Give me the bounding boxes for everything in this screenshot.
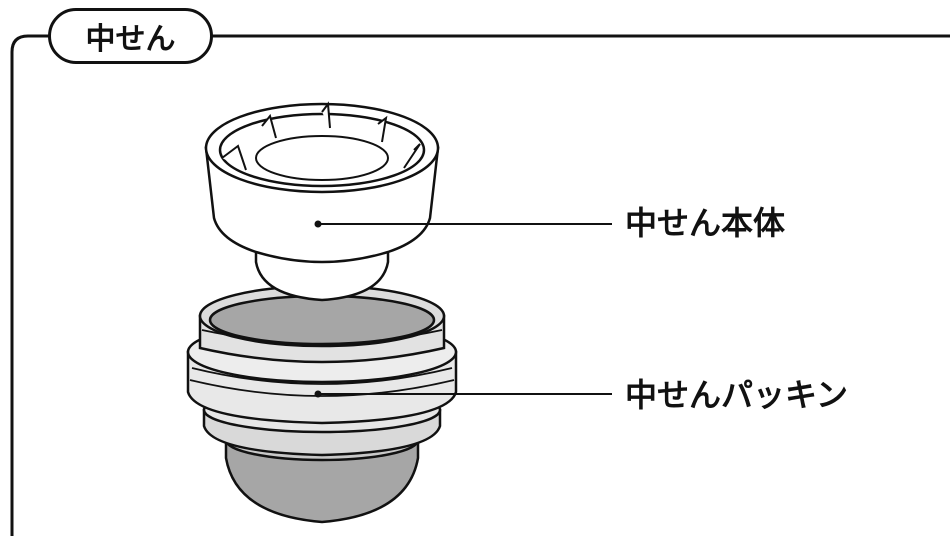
label-cap-body: 中せん本体 [625,204,786,242]
cap-body-illustration [204,101,440,302]
cap-lower-dome [254,246,390,302]
leader-dot-packing [314,390,322,398]
label-cap-packing: 中せんパッキン [625,376,849,414]
section-title-tab: 中せん [48,8,213,64]
leader-dot-body [314,220,322,228]
section-frame [10,34,950,536]
section-title: 中せん [85,22,176,57]
packing-bottom-bowl [224,438,420,524]
packing-illustration [186,284,458,524]
